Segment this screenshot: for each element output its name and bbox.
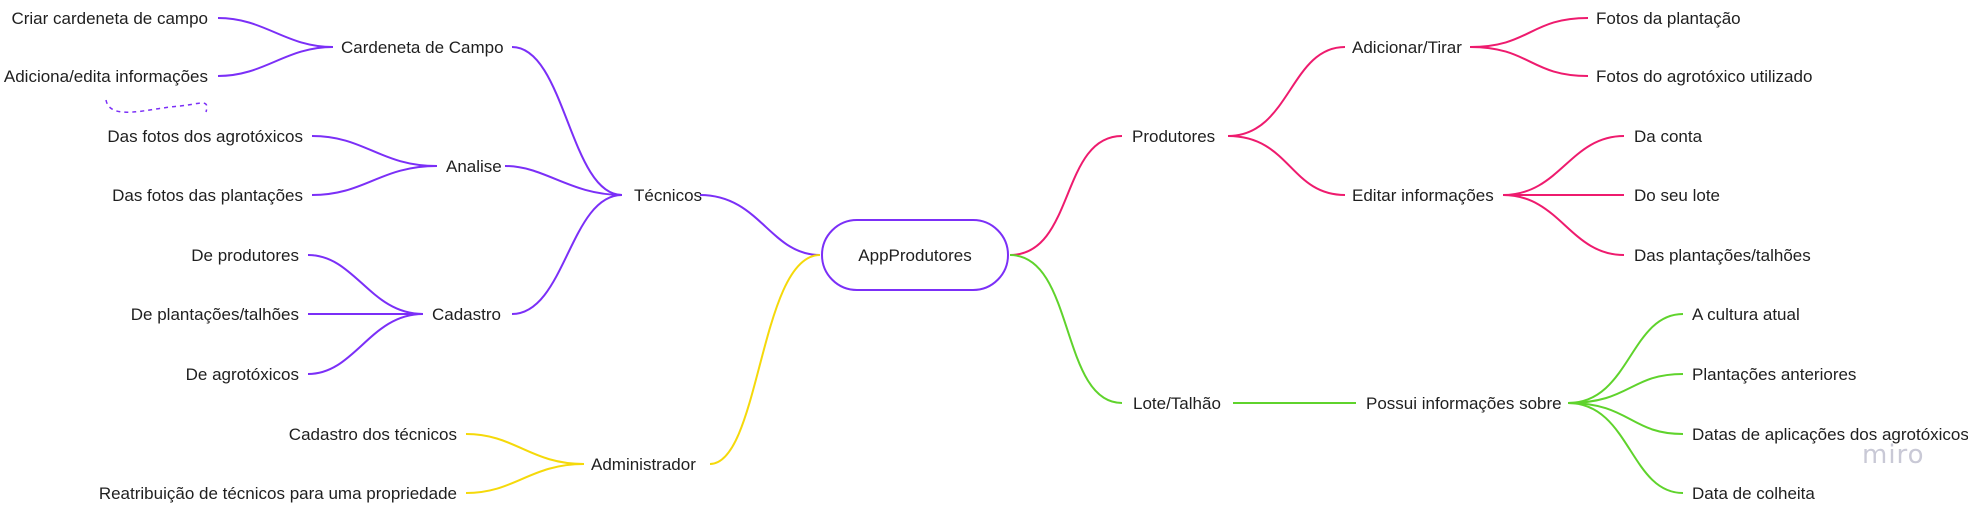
node-cadastro[interactable]: Cadastro <box>432 305 501 324</box>
node-fotos-agrotoxicos[interactable]: Das fotos dos agrotóxicos <box>107 127 303 146</box>
edge-administrador-cadastro-tecnicos <box>465 433 585 465</box>
node-da-conta[interactable]: Da conta <box>1634 127 1703 146</box>
node-fotos-plantacao[interactable]: Fotos da plantação <box>1596 9 1741 28</box>
edit-marker-squiggle <box>105 99 208 113</box>
edge-possui-colheita <box>1567 402 1684 494</box>
node-cadastro-tecnicos[interactable]: Cadastro dos técnicos <box>289 425 457 444</box>
node-analise[interactable]: Analise <box>446 157 502 176</box>
node-de-agrotoxicos[interactable]: De agrotóxicos <box>186 365 299 384</box>
edge-cadastro-produtores <box>307 254 424 315</box>
node-lote-talhao[interactable]: Lote/Talhão <box>1133 394 1221 413</box>
node-cultura-atual[interactable]: A cultura atual <box>1692 305 1800 324</box>
node-do-seu-lote[interactable]: Do seu lote <box>1634 186 1720 205</box>
node-das-plantacoes-talhoes[interactable]: Das plantações/talhões <box>1634 246 1811 265</box>
node-adicionar-tirar[interactable]: Adicionar/Tirar <box>1352 38 1462 57</box>
edge-root-lote <box>1009 254 1123 404</box>
edge-tecnicos-cadastro <box>511 194 623 315</box>
node-cardeneta-de-campo[interactable]: Cardeneta de Campo <box>341 38 504 57</box>
node-tecnicos[interactable]: Técnicos <box>634 186 702 205</box>
edge-administrador-reatribuicao <box>465 463 585 494</box>
node-de-plantacoes[interactable]: De plantações/talhões <box>131 305 299 324</box>
edge-possui-plantacoes-anteriores <box>1567 373 1684 404</box>
edge-cadastro-agrotoxicos <box>307 313 424 375</box>
edge-adicionar-fotos-plantacao <box>1469 17 1589 48</box>
edge-tecnicos-cardeneta <box>511 46 623 196</box>
node-data-colheita[interactable]: Data de colheita <box>1692 484 1815 503</box>
edge-editar-conta <box>1502 135 1625 196</box>
node-administrador[interactable]: Administrador <box>591 455 696 474</box>
edge-analise-fotos-plantacoes <box>311 165 438 196</box>
node-datas-aplicacoes[interactable]: Datas de aplicações dos agrotóxicos <box>1692 425 1968 444</box>
node-fotos-agrotoxico-utilizado[interactable]: Fotos do agrotóxico utilizado <box>1596 67 1812 86</box>
edge-possui-datas-aplicacoes <box>1567 402 1684 435</box>
administrador-connectors <box>465 254 821 494</box>
edge-produtores-editar <box>1227 135 1346 196</box>
edge-editar-plantacoes <box>1502 194 1625 256</box>
node-criar-cardeneta[interactable]: Criar cardeneta de campo <box>11 9 208 28</box>
node-reatribuicao[interactable]: Reatribuição de técnicos para uma propri… <box>99 484 457 503</box>
edge-possui-cultura <box>1567 313 1684 404</box>
node-de-produtores[interactable]: De produtores <box>191 246 299 265</box>
produtores-connectors <box>1009 17 1625 256</box>
edge-cardeneta-adiciona <box>217 46 334 77</box>
edge-adicionar-fotos-agrotoxico <box>1469 46 1589 77</box>
edge-root-administrador <box>709 254 821 465</box>
node-plantacoes-anteriores[interactable]: Plantações anteriores <box>1692 365 1856 384</box>
edge-analise-fotos-agrotoxicos <box>311 135 438 167</box>
node-editar-informacoes[interactable]: Editar informações <box>1352 186 1494 205</box>
edge-tecnicos-analise <box>504 165 623 196</box>
root-label: AppProdutores <box>858 246 971 265</box>
tecnicos-connectors <box>105 17 821 375</box>
edge-root-tecnicos <box>699 194 821 256</box>
miro-logo: miro <box>1862 440 1925 470</box>
node-fotos-plantacoes[interactable]: Das fotos das plantações <box>112 186 303 205</box>
root-node[interactable] <box>821 219 1009 291</box>
edge-root-produtores <box>1009 135 1123 256</box>
node-adiciona-edita[interactable]: Adiciona/edita informações <box>4 67 208 86</box>
lote-connectors <box>1009 254 1684 494</box>
node-possui-informacoes[interactable]: Possui informações sobre <box>1366 394 1562 413</box>
node-produtores[interactable]: Produtores <box>1132 127 1215 146</box>
edge-produtores-adicionar <box>1227 46 1346 137</box>
edge-cardeneta-criar <box>217 17 334 48</box>
